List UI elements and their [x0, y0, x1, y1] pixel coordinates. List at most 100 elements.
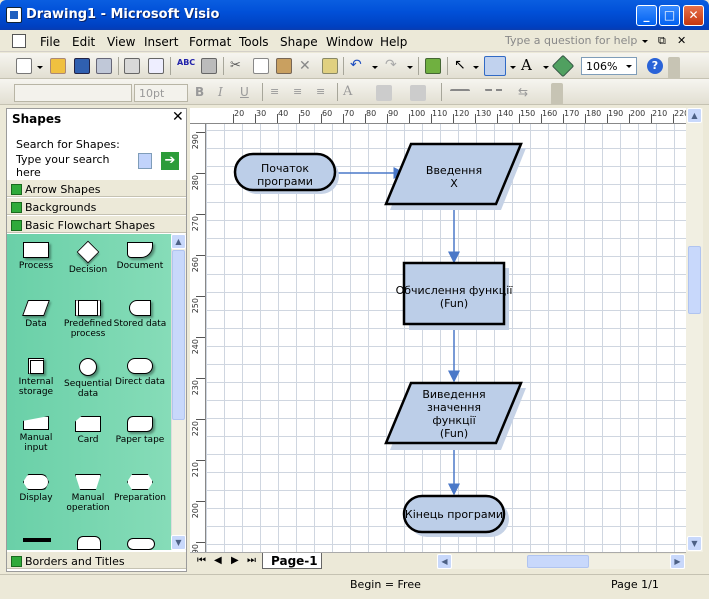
line-ends-icon[interactable]: ⇆	[518, 85, 529, 99]
doc-restore-icon[interactable]: ⧉	[658, 34, 666, 47]
minimize-button[interactable]: _	[636, 5, 657, 26]
menu-file[interactable]: File	[40, 35, 61, 49]
master-partial-icon[interactable]	[127, 538, 155, 550]
vertical-scroll-thumb[interactable]	[688, 246, 701, 314]
process-compute-shape[interactable]	[402, 261, 506, 326]
scroll-left-icon[interactable]: ◀	[437, 554, 452, 569]
last-page-icon[interactable]: ⏭	[247, 555, 256, 566]
redo-icon[interactable]: ↷	[385, 57, 397, 73]
stencil-basic-flowchart[interactable]: Basic Flowchart Shapes	[7, 215, 186, 233]
first-page-icon[interactable]: ⏮	[197, 555, 206, 566]
stencil-borders-titles[interactable]: Borders and Titles	[7, 551, 186, 569]
line-pattern-icon[interactable]	[484, 89, 504, 97]
menu-insert[interactable]: Insert	[144, 35, 179, 49]
help-question-box[interactable]: Type a question for help	[505, 34, 638, 47]
close-button[interactable]: ✕	[683, 5, 704, 26]
vertical-scrollbar[interactable]	[686, 108, 703, 552]
master-paper-tape[interactable]: Paper tape	[113, 408, 167, 466]
undo-icon[interactable]: ↶	[350, 57, 362, 73]
font-size-combobox[interactable]: 10pt	[134, 84, 188, 102]
search-shapes-input[interactable]: Type your search here	[16, 153, 110, 179]
stencil-scroll-thumb[interactable]	[172, 250, 185, 420]
line-color-icon[interactable]	[376, 85, 392, 101]
print-preview-icon[interactable]	[148, 58, 164, 74]
toolbar-options-icon[interactable]	[551, 83, 563, 105]
master-stored-data[interactable]: Stored data	[113, 292, 167, 350]
pointer-tool-icon[interactable]: ↖	[454, 57, 466, 73]
master-decision[interactable]: Decision	[61, 234, 115, 292]
align-center-icon[interactable]: ≡	[293, 85, 303, 98]
print-icon[interactable]	[124, 58, 140, 74]
text-tool-icon[interactable]: A	[521, 56, 532, 74]
underline-icon[interactable]: U	[240, 85, 249, 99]
connector-dropdown-icon[interactable]	[510, 66, 516, 69]
master-display[interactable]: Display	[9, 466, 63, 524]
input-parallelogram-shape[interactable]	[384, 142, 523, 206]
research-icon[interactable]	[201, 58, 217, 74]
stencil-scroll-down-icon[interactable]: ▼	[171, 535, 186, 550]
next-page-icon[interactable]: ▶	[231, 555, 239, 566]
delete-icon[interactable]: ✕	[299, 58, 311, 74]
previous-page-icon[interactable]: ◀	[214, 555, 222, 566]
font-name-combobox[interactable]	[14, 84, 132, 102]
master-data[interactable]: Data	[9, 292, 63, 350]
scroll-down-icon[interactable]: ▼	[687, 536, 702, 551]
stencil-backgrounds[interactable]: Backgrounds	[7, 197, 186, 215]
open-folder-icon[interactable]	[50, 58, 66, 74]
master-manual-input[interactable]: Manual input	[9, 408, 63, 466]
save-icon[interactable]	[74, 58, 90, 74]
help-dropdown-icon[interactable]	[642, 40, 648, 43]
font-color-icon[interactable]: A	[343, 84, 353, 99]
terminator-start-shape[interactable]	[233, 152, 337, 192]
pointer-dropdown-icon[interactable]	[473, 66, 479, 69]
text-dropdown-icon[interactable]	[543, 66, 549, 69]
connector-tool-icon[interactable]	[484, 56, 506, 76]
maximize-button[interactable]: □	[659, 5, 680, 26]
bold-icon[interactable]: B	[195, 85, 205, 99]
fill-color-icon[interactable]	[410, 85, 426, 101]
format-painter-icon[interactable]	[322, 58, 338, 74]
menu-view[interactable]: View	[107, 35, 136, 49]
spelling-icon[interactable]: ABC	[177, 58, 196, 67]
paste-icon[interactable]	[276, 58, 292, 74]
scroll-right-icon[interactable]: ▶	[670, 554, 685, 569]
master-partial-icon[interactable]	[77, 536, 101, 550]
search-go-icon[interactable]: ➔	[161, 152, 179, 170]
align-left-icon[interactable]: ≡	[270, 85, 280, 98]
master-preparation[interactable]: Preparation	[113, 466, 167, 524]
italic-icon[interactable]: I	[218, 85, 223, 99]
menu-window[interactable]: Window	[326, 35, 374, 49]
menu-shape[interactable]: Shape	[280, 35, 318, 49]
menu-format[interactable]: Format	[189, 35, 232, 49]
menu-help[interactable]: Help	[380, 35, 408, 49]
scroll-up-icon[interactable]: ▲	[687, 108, 702, 123]
terminator-end-shape[interactable]	[402, 494, 506, 534]
master-card[interactable]: Card	[61, 408, 115, 466]
shapes-panel-close-icon[interactable]: ✕	[172, 109, 184, 125]
undo-dropdown-icon[interactable]	[372, 66, 378, 69]
horizontal-scroll-thumb[interactable]	[527, 555, 589, 568]
master-manual-operation[interactable]: Manual operation	[61, 466, 115, 524]
search-dropdown-icon[interactable]	[138, 153, 152, 169]
stencil-scroll-up-icon[interactable]: ▲	[171, 234, 186, 249]
title-bar[interactable]	[0, 0, 709, 30]
master-internal-storage[interactable]: Internal storage	[9, 350, 63, 408]
permission-icon[interactable]	[96, 58, 112, 74]
output-parallelogram-shape[interactable]	[384, 381, 523, 445]
master-sequential-data[interactable]: Sequential data	[61, 350, 115, 408]
doc-close-icon[interactable]: ✕	[677, 34, 687, 47]
new-dropdown-icon[interactable]	[37, 66, 43, 69]
menu-tools[interactable]: Tools	[239, 35, 269, 49]
redo-dropdown-icon[interactable]	[407, 66, 413, 69]
document-icon[interactable]	[12, 34, 26, 48]
master-process[interactable]: Process	[9, 234, 63, 292]
align-right-icon[interactable]: ≡	[316, 85, 326, 98]
new-document-icon[interactable]	[16, 58, 32, 74]
toolbar-options-icon[interactable]	[668, 57, 680, 79]
copy-icon[interactable]	[253, 58, 269, 74]
visio-app-icon[interactable]	[6, 7, 22, 23]
stencil-arrow-shapes[interactable]: Arrow Shapes	[7, 179, 186, 197]
page-tab[interactable]: Page-1	[262, 553, 322, 569]
